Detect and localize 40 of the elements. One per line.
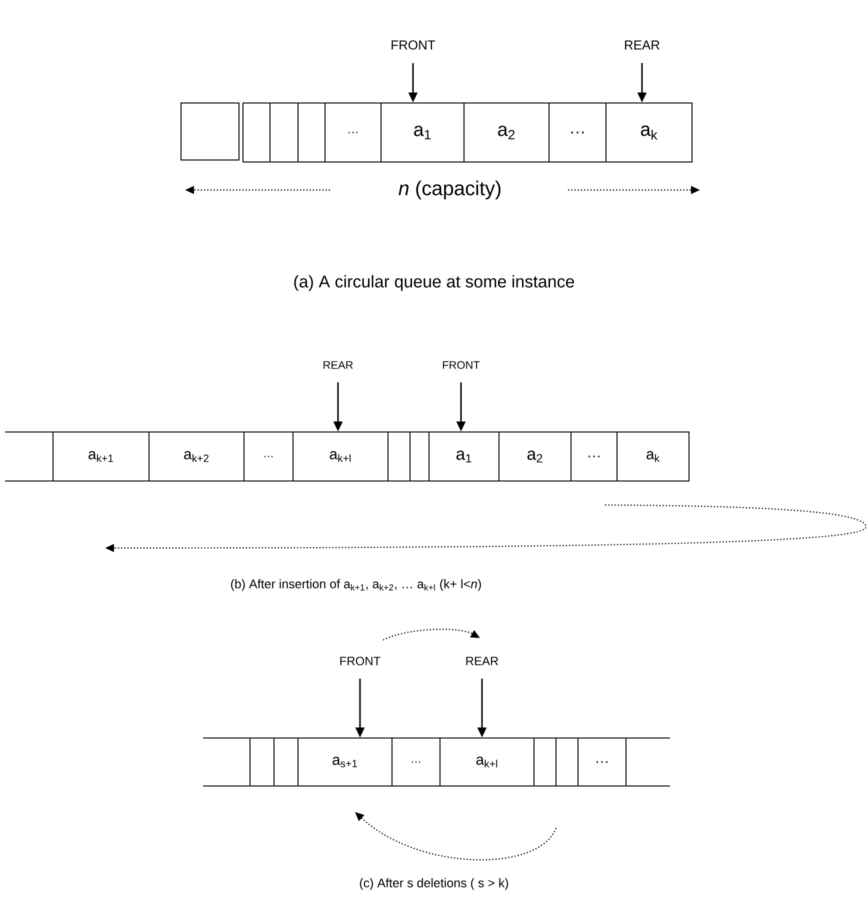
empty-cell bbox=[410, 432, 430, 482]
empty-cell bbox=[274, 738, 298, 786]
empty-cell bbox=[388, 432, 410, 482]
queue-cell: a$_{k+l}$ bbox=[292, 432, 388, 482]
queue-cell: a$_{k}$ bbox=[606, 102, 692, 162]
queue-cell: a$_{k+2}$ bbox=[148, 432, 244, 482]
empty-cell bbox=[180, 102, 240, 160]
queue-cell: a$_{2}$ bbox=[464, 102, 550, 162]
queue-cell: … bbox=[324, 102, 382, 162]
queue-cell: a$_{k+1}$ bbox=[52, 432, 150, 482]
queue-cell: a$_{1}$ bbox=[428, 432, 500, 482]
queue-cell: … bbox=[548, 102, 606, 162]
queue-cell: a$_{2}$ bbox=[498, 432, 572, 482]
queue-cell: … bbox=[244, 432, 294, 482]
queue-cell: a$_{k}$ bbox=[616, 432, 690, 482]
pointer-label: REAR bbox=[466, 656, 498, 666]
empty-cell bbox=[250, 738, 274, 786]
empty-cell bbox=[556, 738, 578, 786]
pointer-label: REAR bbox=[625, 40, 660, 50]
queue-cell: … bbox=[578, 738, 626, 786]
caption: (c) After s deletions ( s > k) bbox=[360, 878, 508, 890]
caption: (a) A circular queue at some instance bbox=[294, 275, 574, 291]
pointer-label: FRONT bbox=[340, 656, 380, 666]
pointer-label: FRONT bbox=[392, 40, 436, 50]
pointer-label: FRONT bbox=[442, 361, 480, 369]
queue-cell: … bbox=[570, 432, 618, 482]
empty-cell bbox=[270, 102, 298, 162]
empty-cell bbox=[626, 738, 670, 786]
empty-cell bbox=[202, 738, 250, 786]
capacity-label: n (capacity) bbox=[398, 180, 500, 200]
pointer-label: REAR bbox=[324, 361, 353, 369]
queue-cell: a$_{k+l}$ bbox=[440, 738, 534, 786]
empty-cell bbox=[242, 102, 270, 162]
empty-cell bbox=[298, 102, 326, 162]
queue-cell: … bbox=[392, 738, 440, 786]
empty-cell bbox=[4, 432, 54, 482]
queue-cell: a$_{1}$ bbox=[380, 102, 464, 162]
empty-cell bbox=[534, 738, 556, 786]
caption: (b) After insertion of a$_{k+1}$, a$_{k+2}$, … a$_{k+l}$ (k+ l<n) bbox=[231, 579, 481, 591]
queue-cell: a$_{s+1}$ bbox=[298, 738, 392, 786]
